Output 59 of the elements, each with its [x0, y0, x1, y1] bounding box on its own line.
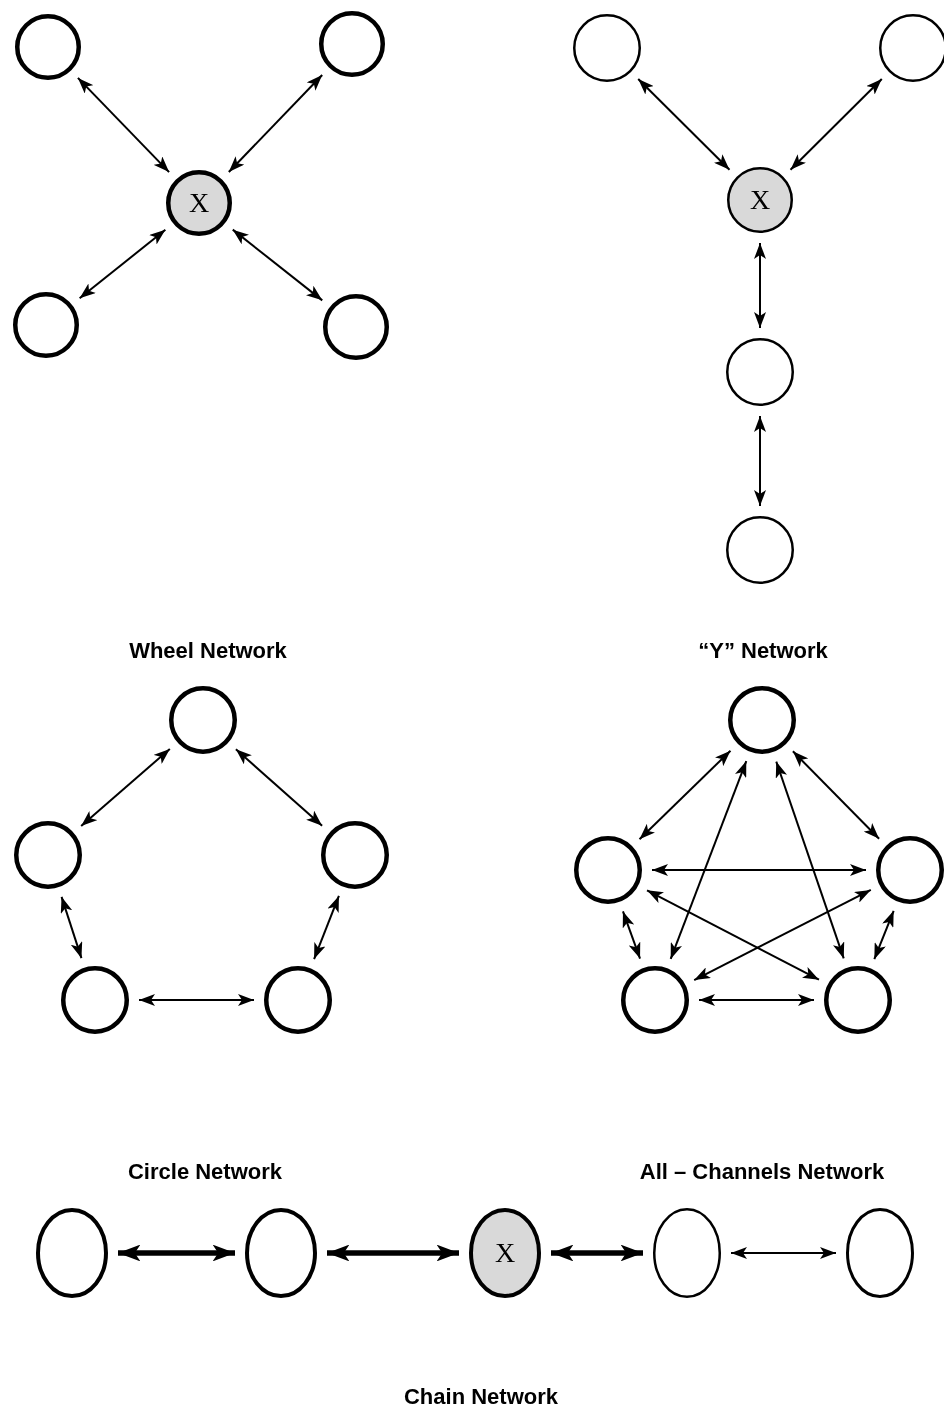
network-member-circle	[169, 686, 237, 754]
double-headed-arrow	[234, 748, 324, 827]
double-headed-arrow	[313, 894, 340, 961]
double-headed-arrow	[754, 242, 766, 329]
network-member-circle	[321, 821, 389, 889]
double-headed-arrow	[80, 747, 171, 828]
network-member-circle	[621, 966, 689, 1034]
network-member-circle	[245, 1208, 317, 1298]
network-member-circle	[727, 167, 793, 233]
double-headed-arrow	[76, 76, 171, 174]
network-member-circle	[15, 14, 81, 80]
network-member-circle	[726, 338, 794, 406]
network-title: Circle Network	[127, 1159, 283, 1185]
double-headed-arrow	[138, 994, 255, 1006]
node-letter: X	[188, 189, 210, 217]
double-headed-arrow	[78, 228, 167, 300]
double-headed-arrow	[637, 78, 731, 171]
network-member-circle	[323, 294, 389, 360]
double-headed-arrow	[621, 910, 642, 960]
network-member-circle	[846, 1208, 914, 1298]
network-member-circle	[876, 836, 944, 904]
network-title: “Y” Network	[698, 638, 828, 664]
double-headed-arrow	[651, 864, 867, 876]
double-headed-arrow	[669, 760, 748, 960]
double-headed-arrow	[754, 415, 766, 507]
double-headed-arrow	[327, 1244, 459, 1262]
network-member-circle	[319, 11, 385, 77]
double-headed-arrow	[551, 1244, 643, 1262]
double-headed-arrow	[791, 750, 881, 840]
network-member-circle	[13, 292, 79, 358]
network-member-circle	[264, 966, 332, 1034]
network-title: Wheel Network	[129, 638, 287, 664]
node-letter: X	[494, 1239, 516, 1267]
double-headed-arrow	[873, 909, 895, 961]
double-headed-arrow	[118, 1244, 235, 1262]
double-headed-arrow	[638, 749, 732, 841]
double-headed-arrow	[775, 760, 845, 960]
node-letter: X	[749, 186, 771, 214]
network-member-circle	[61, 966, 129, 1034]
double-headed-arrow	[646, 889, 820, 981]
double-headed-arrow	[698, 994, 815, 1006]
network-member-circle	[166, 170, 232, 236]
network-member-circle	[824, 966, 892, 1034]
network-member-circle	[36, 1208, 108, 1298]
network-title: All – Channels Network	[639, 1159, 885, 1185]
network-member-circle	[574, 836, 642, 904]
network-member-circle	[726, 516, 794, 584]
double-headed-arrow	[231, 228, 324, 302]
double-headed-arrow	[789, 78, 883, 171]
network-member-circle	[469, 1208, 541, 1298]
network-member-circle	[653, 1208, 721, 1298]
network-member-circle	[14, 821, 82, 889]
network-title: Chain Network	[404, 1384, 558, 1410]
network-member-circle	[573, 14, 641, 82]
double-headed-arrow	[730, 1247, 837, 1259]
double-headed-arrow	[693, 889, 872, 981]
double-headed-arrow	[60, 895, 83, 960]
network-member-circle	[728, 686, 796, 754]
double-headed-arrow	[227, 74, 324, 173]
